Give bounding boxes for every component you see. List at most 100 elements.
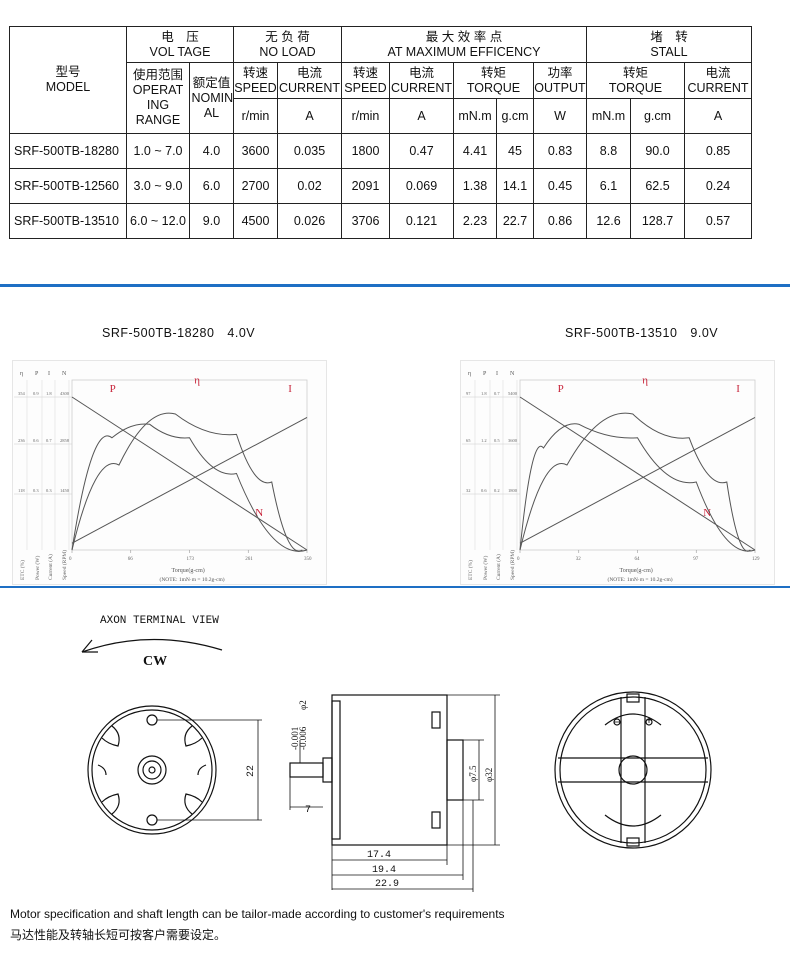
- cell-model: SRF-500TB-13510: [9, 203, 127, 239]
- cell-me-torque-mnm: 1.38: [453, 168, 497, 204]
- dimension-shaft-tol1: -0.001: [290, 727, 300, 750]
- dimension-body: φ32: [484, 768, 494, 782]
- cell-st-torque-gcm: 62.5: [630, 168, 685, 204]
- axis-head: N: [62, 371, 67, 377]
- ytick-label: 1450: [60, 488, 70, 493]
- section-divider: [0, 284, 790, 287]
- chart-title-right: SRF-500TB-13510 9.0V: [565, 326, 719, 340]
- chart-background: [460, 360, 775, 585]
- series-line-i: [71, 416, 308, 544]
- ytick-label: 118: [18, 488, 25, 493]
- cell-st-torque-mnm: 12.6: [586, 203, 631, 239]
- dimension-22-9: 22.9: [375, 879, 399, 890]
- ytick-label: 1.2: [481, 438, 487, 443]
- ytick-label: 32: [466, 488, 471, 493]
- cell-me-torque-gcm: 14.1: [496, 168, 534, 204]
- cell-st-current: 0.24: [684, 168, 752, 204]
- cell-range: 1.0 ~ 7.0: [126, 133, 190, 169]
- ytick-label: 0.9: [33, 391, 39, 396]
- ytick-label: 65: [466, 438, 471, 443]
- rotation-arrow-icon: [81, 639, 98, 653]
- axon-view-label: AXON TERMINAL VIEW: [100, 615, 219, 627]
- series-label: P: [110, 383, 116, 395]
- cw-label: CW: [143, 654, 167, 669]
- ytick-label: 5400: [508, 391, 518, 396]
- axis-head: P: [483, 371, 487, 377]
- series-label: N: [255, 507, 263, 519]
- cell-me-current: 0.47: [389, 133, 454, 169]
- side-view: [289, 694, 500, 892]
- cell-me-speed: 3706: [341, 203, 390, 239]
- axis-name: Speed (RPM): [509, 550, 516, 580]
- cell-me-output: 0.45: [533, 168, 587, 204]
- unit-cell: g.cm: [630, 98, 685, 134]
- cell-nominal: 9.0: [189, 203, 234, 239]
- cell-nl-speed: 2700: [233, 168, 278, 204]
- xtick-label: 129: [752, 557, 760, 562]
- note-chinese: 马达性能及转轴长短可按客户需要设定。: [10, 928, 227, 942]
- cell-st-current: 0.85: [684, 133, 752, 169]
- chart-background: [12, 360, 327, 585]
- chart-note: (NOTE: 1mN·m = 10.2g-cm): [160, 576, 225, 583]
- cell-nl-current: 0.026: [277, 203, 342, 239]
- series-label: N: [703, 507, 711, 519]
- axis-name: Power (W): [34, 556, 41, 580]
- dimension-boss: φ7.5: [468, 765, 478, 782]
- ytick-label: 4300: [60, 391, 70, 396]
- series-line-p: [519, 423, 756, 552]
- axis-name: ETC (%): [19, 560, 26, 580]
- cell-nominal: 6.0: [189, 168, 234, 204]
- cell-nominal: 4.0: [189, 133, 234, 169]
- axis-name: Speed (RPM): [61, 550, 68, 580]
- unit-cell: A: [277, 98, 342, 134]
- series-line-eta: [71, 412, 303, 552]
- cell-st-torque-gcm: 128.7: [630, 203, 685, 239]
- xtick-label: 64: [635, 557, 641, 562]
- unit-cell: g.cm: [496, 98, 534, 134]
- rear-view: [554, 691, 712, 849]
- ytick-label: 0.6: [33, 438, 39, 443]
- cell-nl-speed: 3600: [233, 133, 278, 169]
- cell-range: 6.0 ~ 12.0: [126, 203, 190, 239]
- cell-me-torque-gcm: 22.7: [496, 203, 534, 239]
- series-line-n: [71, 396, 308, 551]
- series-line-i: [519, 416, 756, 544]
- cell-me-speed: 2091: [341, 168, 390, 204]
- cell-st-torque-mnm: 8.8: [586, 133, 631, 169]
- chart-note: (NOTE: 1mN·m = 10.2g-cm): [608, 576, 673, 583]
- xtick-label: 0: [517, 557, 520, 562]
- unit-cell: mN.m: [453, 98, 497, 134]
- dimension-17-4: 17.4: [367, 850, 391, 861]
- series-label: η: [194, 374, 200, 386]
- cell-me-speed: 1800: [341, 133, 390, 169]
- rotation-arc: [81, 638, 223, 653]
- unit-cell: A: [389, 98, 454, 134]
- cell-me-torque-gcm: 45: [496, 133, 534, 169]
- dimension-7: 7: [305, 805, 311, 816]
- cell-me-torque-mnm: 2.23: [453, 203, 497, 239]
- series-label: η: [642, 374, 648, 386]
- x-axis-label: Torque(g-cm): [172, 567, 205, 574]
- cell-range: 3.0 ~ 9.0: [126, 168, 190, 204]
- series-label: P: [558, 383, 564, 395]
- axis-name: Power (W): [482, 556, 489, 580]
- cell-nl-speed: 4500: [233, 203, 278, 239]
- cell-model: SRF-500TB-12560: [9, 168, 127, 204]
- ytick-label: 3600: [508, 438, 518, 443]
- axis-name: Current (A): [47, 554, 54, 580]
- xtick-label: 173: [187, 557, 195, 562]
- axis-head: η: [20, 371, 23, 377]
- dimension-22: 22: [246, 765, 257, 777]
